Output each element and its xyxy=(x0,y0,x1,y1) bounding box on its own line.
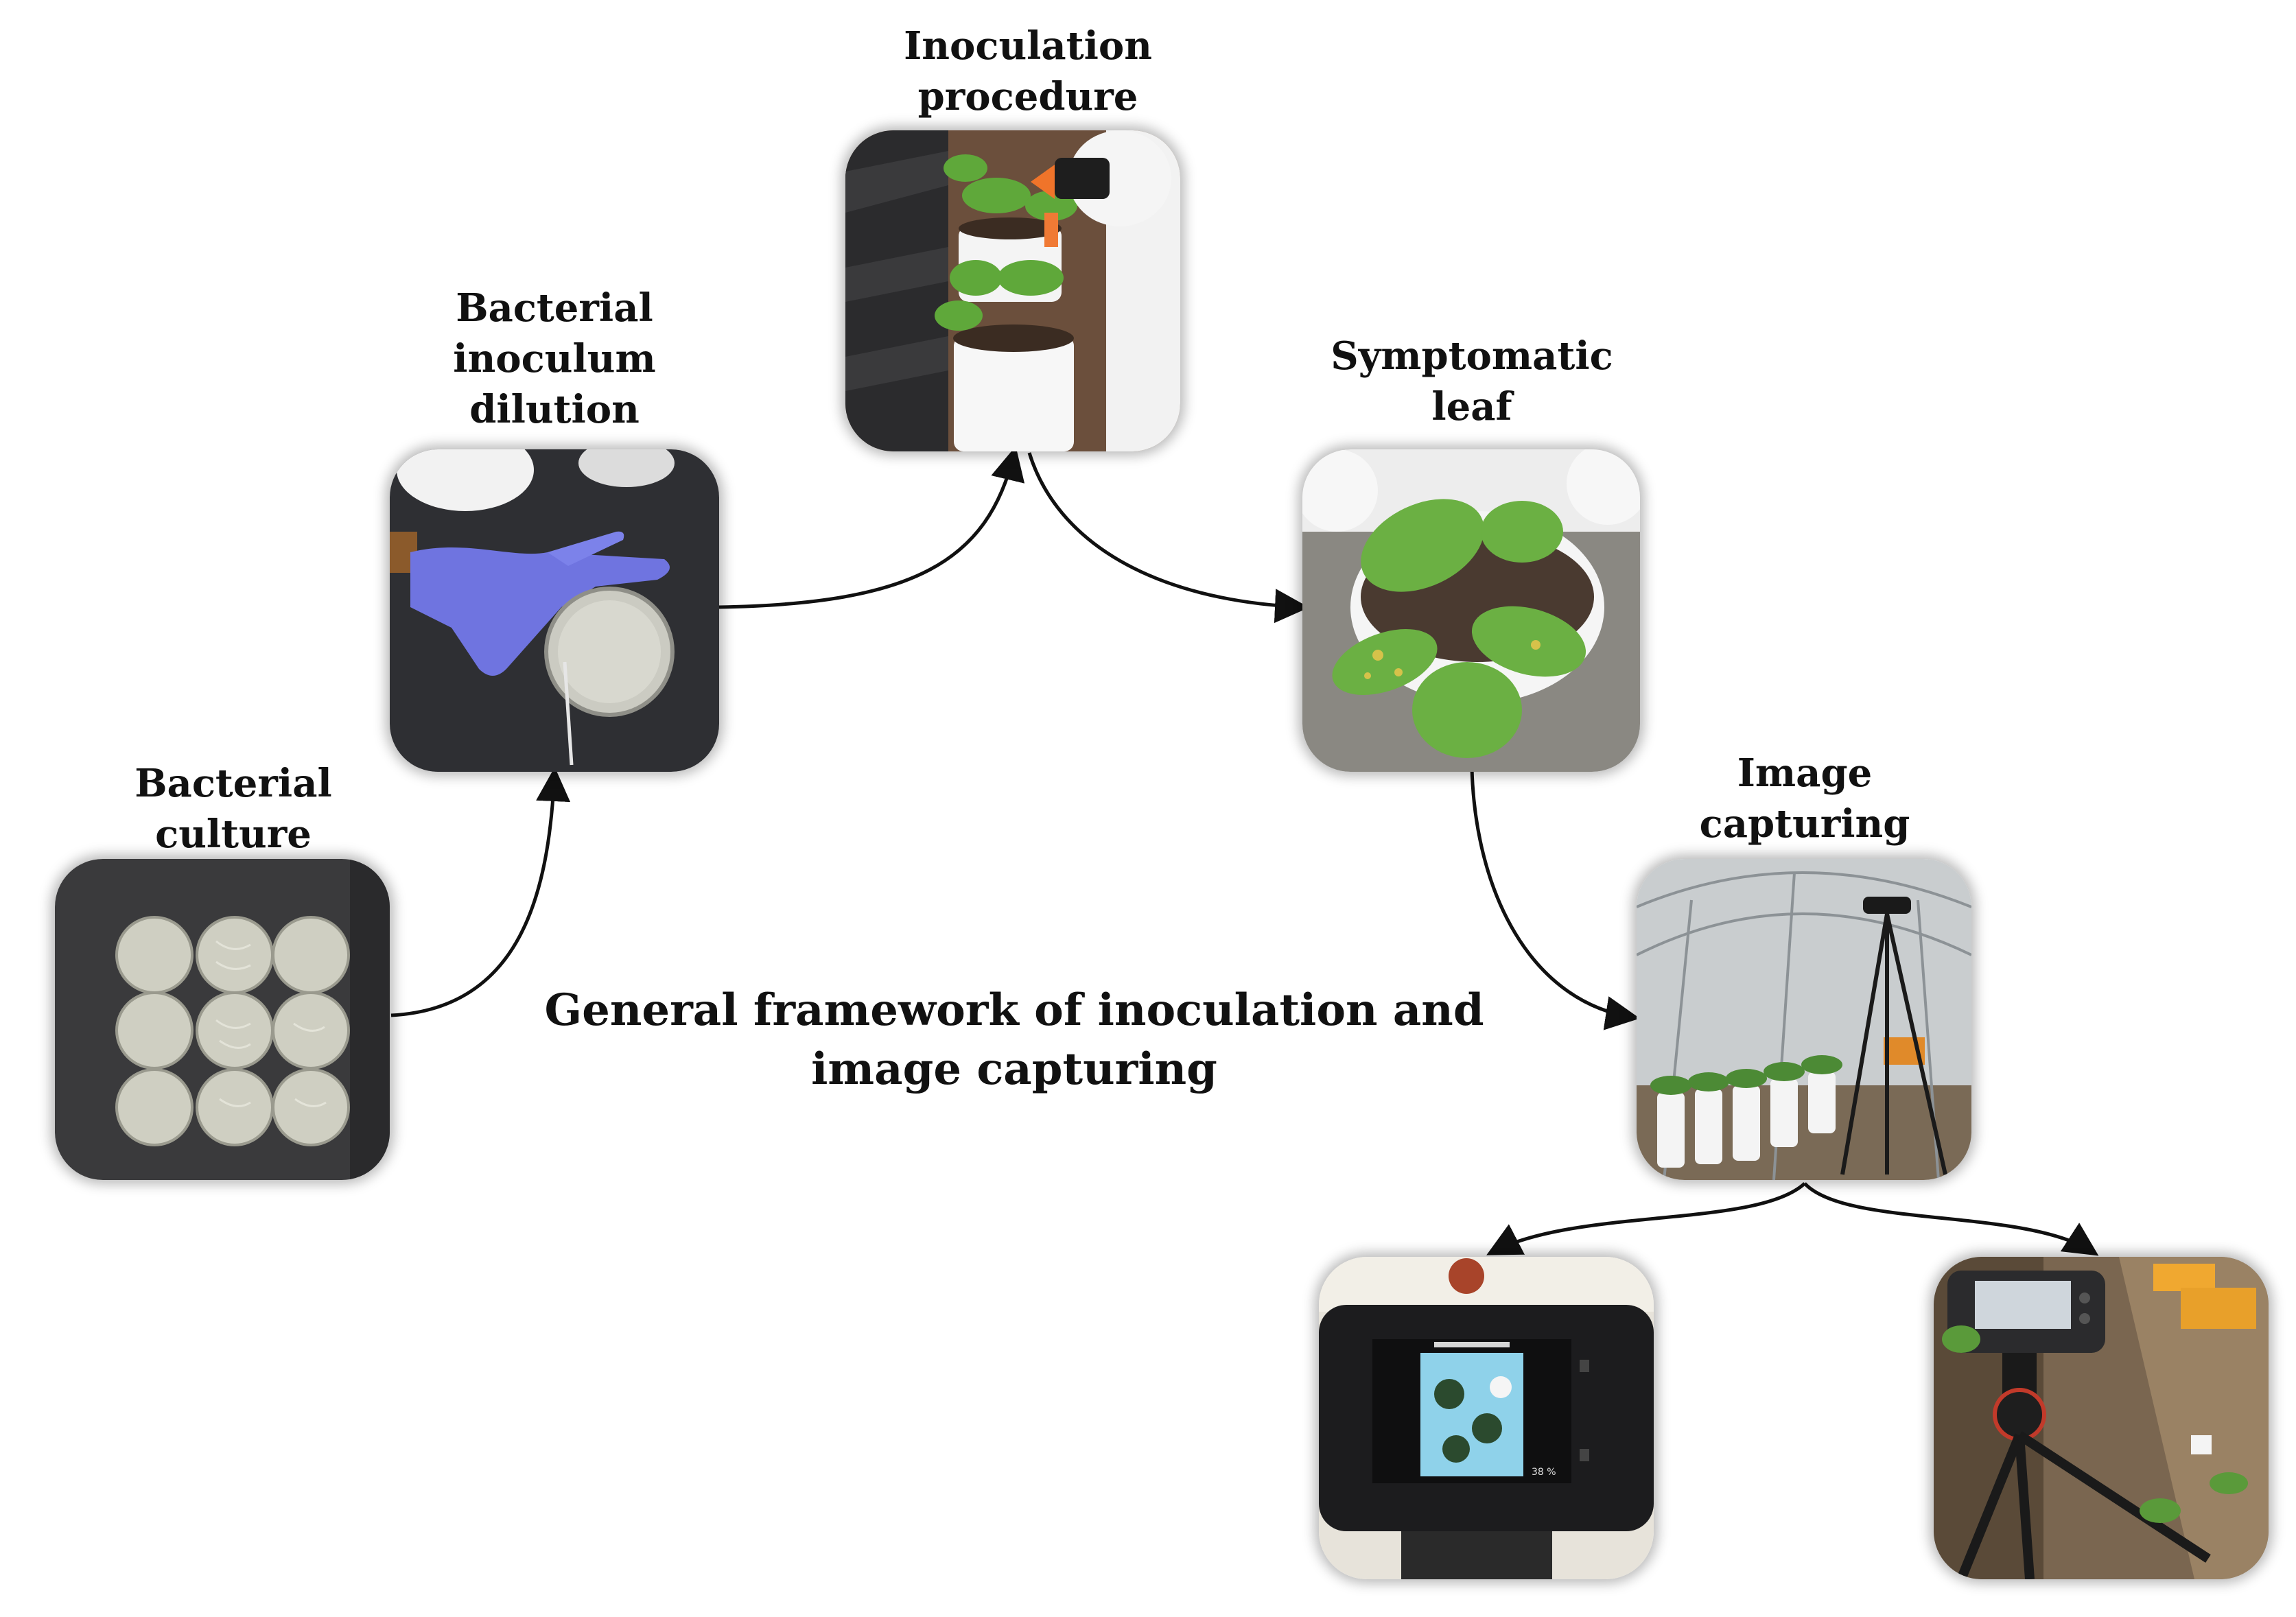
arrow-culture-to-dilution xyxy=(390,767,571,1017)
caption-line-1: General framework of inoculation and xyxy=(544,984,1484,1036)
arrow-leaf-to-capturing xyxy=(1470,768,1640,1030)
photo-tripod-camera xyxy=(1934,1257,2269,1579)
label-image-capturing: Image capturing xyxy=(1699,751,1910,847)
photo-bacterial-culture xyxy=(55,859,390,1180)
photo-thermal-camera: 38 % xyxy=(1319,1257,1654,1579)
label-inoculum-dilution: Bacterial inoculum dilution xyxy=(453,285,656,432)
photo-symptomatic-leaf xyxy=(1302,449,1640,772)
label-inoculation-procedure: Inoculation procedure xyxy=(904,23,1152,119)
photo-inoculation-procedure xyxy=(845,130,1180,451)
label-bacterial-culture: Bacterial culture xyxy=(134,761,332,857)
photo-image-capturing xyxy=(1637,859,1971,1180)
diagram-caption: General framework of inoculation and ima… xyxy=(500,981,1529,1099)
thermal-screen-reading: 38 % xyxy=(1532,1467,1556,1478)
arrow-capturing-to-tripod xyxy=(1803,1182,2099,1256)
arrow-inoculation-to-leaf xyxy=(1027,452,1309,624)
arrow-dilution-to-inoculation xyxy=(718,446,1025,609)
arrow-capturing-to-thermal xyxy=(1486,1182,1806,1255)
photo-inoculum-dilution xyxy=(390,449,719,772)
label-symptomatic-leaf: Symptomatic leaf xyxy=(1331,333,1613,429)
caption-line-2: image capturing xyxy=(811,1043,1217,1095)
